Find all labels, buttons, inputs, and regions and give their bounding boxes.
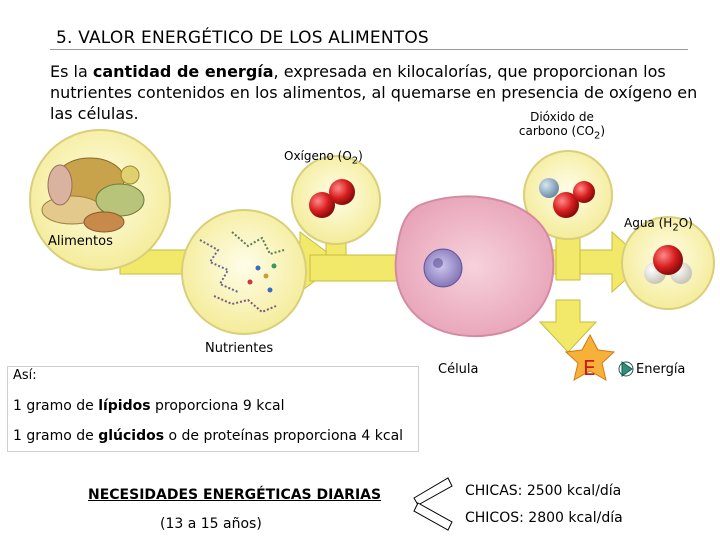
co2-circle xyxy=(523,150,613,240)
intro-emphasis: cantidad de energía xyxy=(92,62,274,81)
nutrientes-label: Nutrientes xyxy=(205,341,274,356)
oxygen-label: Oxígeno (O2) xyxy=(284,149,363,167)
energy-arrow-icon xyxy=(621,361,633,377)
nutrients-circle xyxy=(181,209,307,335)
energy-symbol xyxy=(564,333,634,381)
o2-subscript: 2 xyxy=(351,155,359,167)
h2o-subscript: 2 xyxy=(672,222,679,234)
celula-label: Célula xyxy=(438,362,479,377)
glucids-word: glúcidos xyxy=(98,428,165,444)
title-underline xyxy=(50,49,688,50)
lipids-line: 1 gramo de lípidos proporciona 9 kcal xyxy=(13,398,285,414)
needs-boys: CHICOS: 2800 kcal/día xyxy=(465,510,623,526)
needs-arrows xyxy=(413,477,453,531)
arrow-to-girls xyxy=(413,477,453,506)
intro-rest: , expresada en kilocalorías, que proporc… xyxy=(50,62,698,123)
arrow-cell-to-energy xyxy=(538,299,598,353)
needs-age: (13 a 15 años) xyxy=(160,516,262,532)
water-label: Agua (H2O) xyxy=(624,216,693,234)
co2-label: Dióxido de carbono (CO2) xyxy=(512,110,612,141)
glucids-line: 1 gramo de glúcidos o de proteínas propo… xyxy=(13,428,404,444)
needs-title: NECESIDADES ENERGÉTICAS DIARIAS xyxy=(88,487,382,503)
cell xyxy=(394,195,555,338)
water-circle xyxy=(621,216,715,310)
lipids-word: lípidos xyxy=(98,398,151,414)
alimentos-label: Alimentos xyxy=(48,234,113,249)
co2-label-line2: carbono (CO2) xyxy=(518,124,606,142)
food-circle xyxy=(29,129,171,271)
asi-label: Así: xyxy=(13,368,37,383)
intro-paragraph: Es la cantidad de energía, expresada en … xyxy=(50,61,710,124)
co2-subscript: 2 xyxy=(594,130,601,142)
examples-box xyxy=(7,366,419,452)
section-title: 5. VALOR ENERGÉTICO DE LOS ALIMENTOS xyxy=(56,28,429,48)
oxygen-circle xyxy=(291,155,381,245)
intro-lead: Es la xyxy=(50,62,93,81)
co2-label-line1: Dióxido de xyxy=(530,110,594,124)
arrow-to-boys xyxy=(413,502,453,531)
energia-label: Energía xyxy=(636,362,686,377)
energy-letter: E xyxy=(583,356,596,380)
needs-girls: CHICAS: 2500 kcal/día xyxy=(465,483,622,499)
